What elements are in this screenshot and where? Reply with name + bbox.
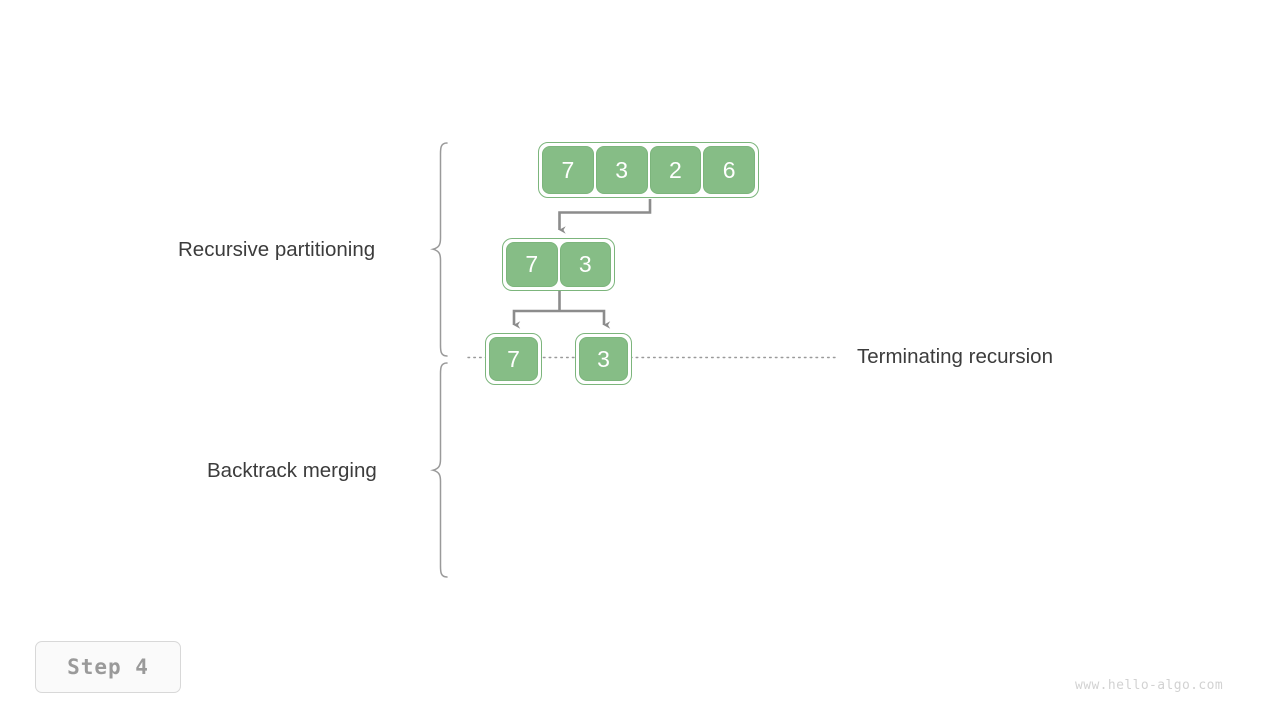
annotation-terminating-recursion: Terminating recursion <box>857 345 1053 368</box>
section-label-recursive-partitioning: Recursive partitioning <box>178 238 376 261</box>
watermark: www.hello-algo.com <box>1075 678 1224 693</box>
array-cell: 7 <box>542 146 594 194</box>
array-cell: 7 <box>489 337 538 381</box>
brace-backtrack-merging <box>430 362 448 578</box>
arrow-left-half-to-leaf-3 <box>559 309 611 329</box>
brace-recursive-partitioning <box>430 142 448 357</box>
array-cell: 3 <box>559 242 611 287</box>
array-left-half: 7 3 <box>502 238 615 291</box>
array-cell: 3 <box>595 146 648 194</box>
array-cell: 7 <box>506 242 558 287</box>
arrow-root-to-left-half <box>558 199 652 234</box>
array-leaf-3: 3 <box>575 333 632 385</box>
array-cell: 3 <box>579 337 628 381</box>
step-badge: Step 4 <box>35 641 181 693</box>
array-root: 7 3 2 6 <box>538 142 759 198</box>
array-leaf-7: 7 <box>485 333 542 385</box>
array-cell: 2 <box>649 146 702 194</box>
arrow-left-half-to-leaf-7 <box>512 309 560 329</box>
section-label-backtrack-merging: Backtrack merging <box>207 459 377 482</box>
array-cell: 6 <box>703 146 755 194</box>
